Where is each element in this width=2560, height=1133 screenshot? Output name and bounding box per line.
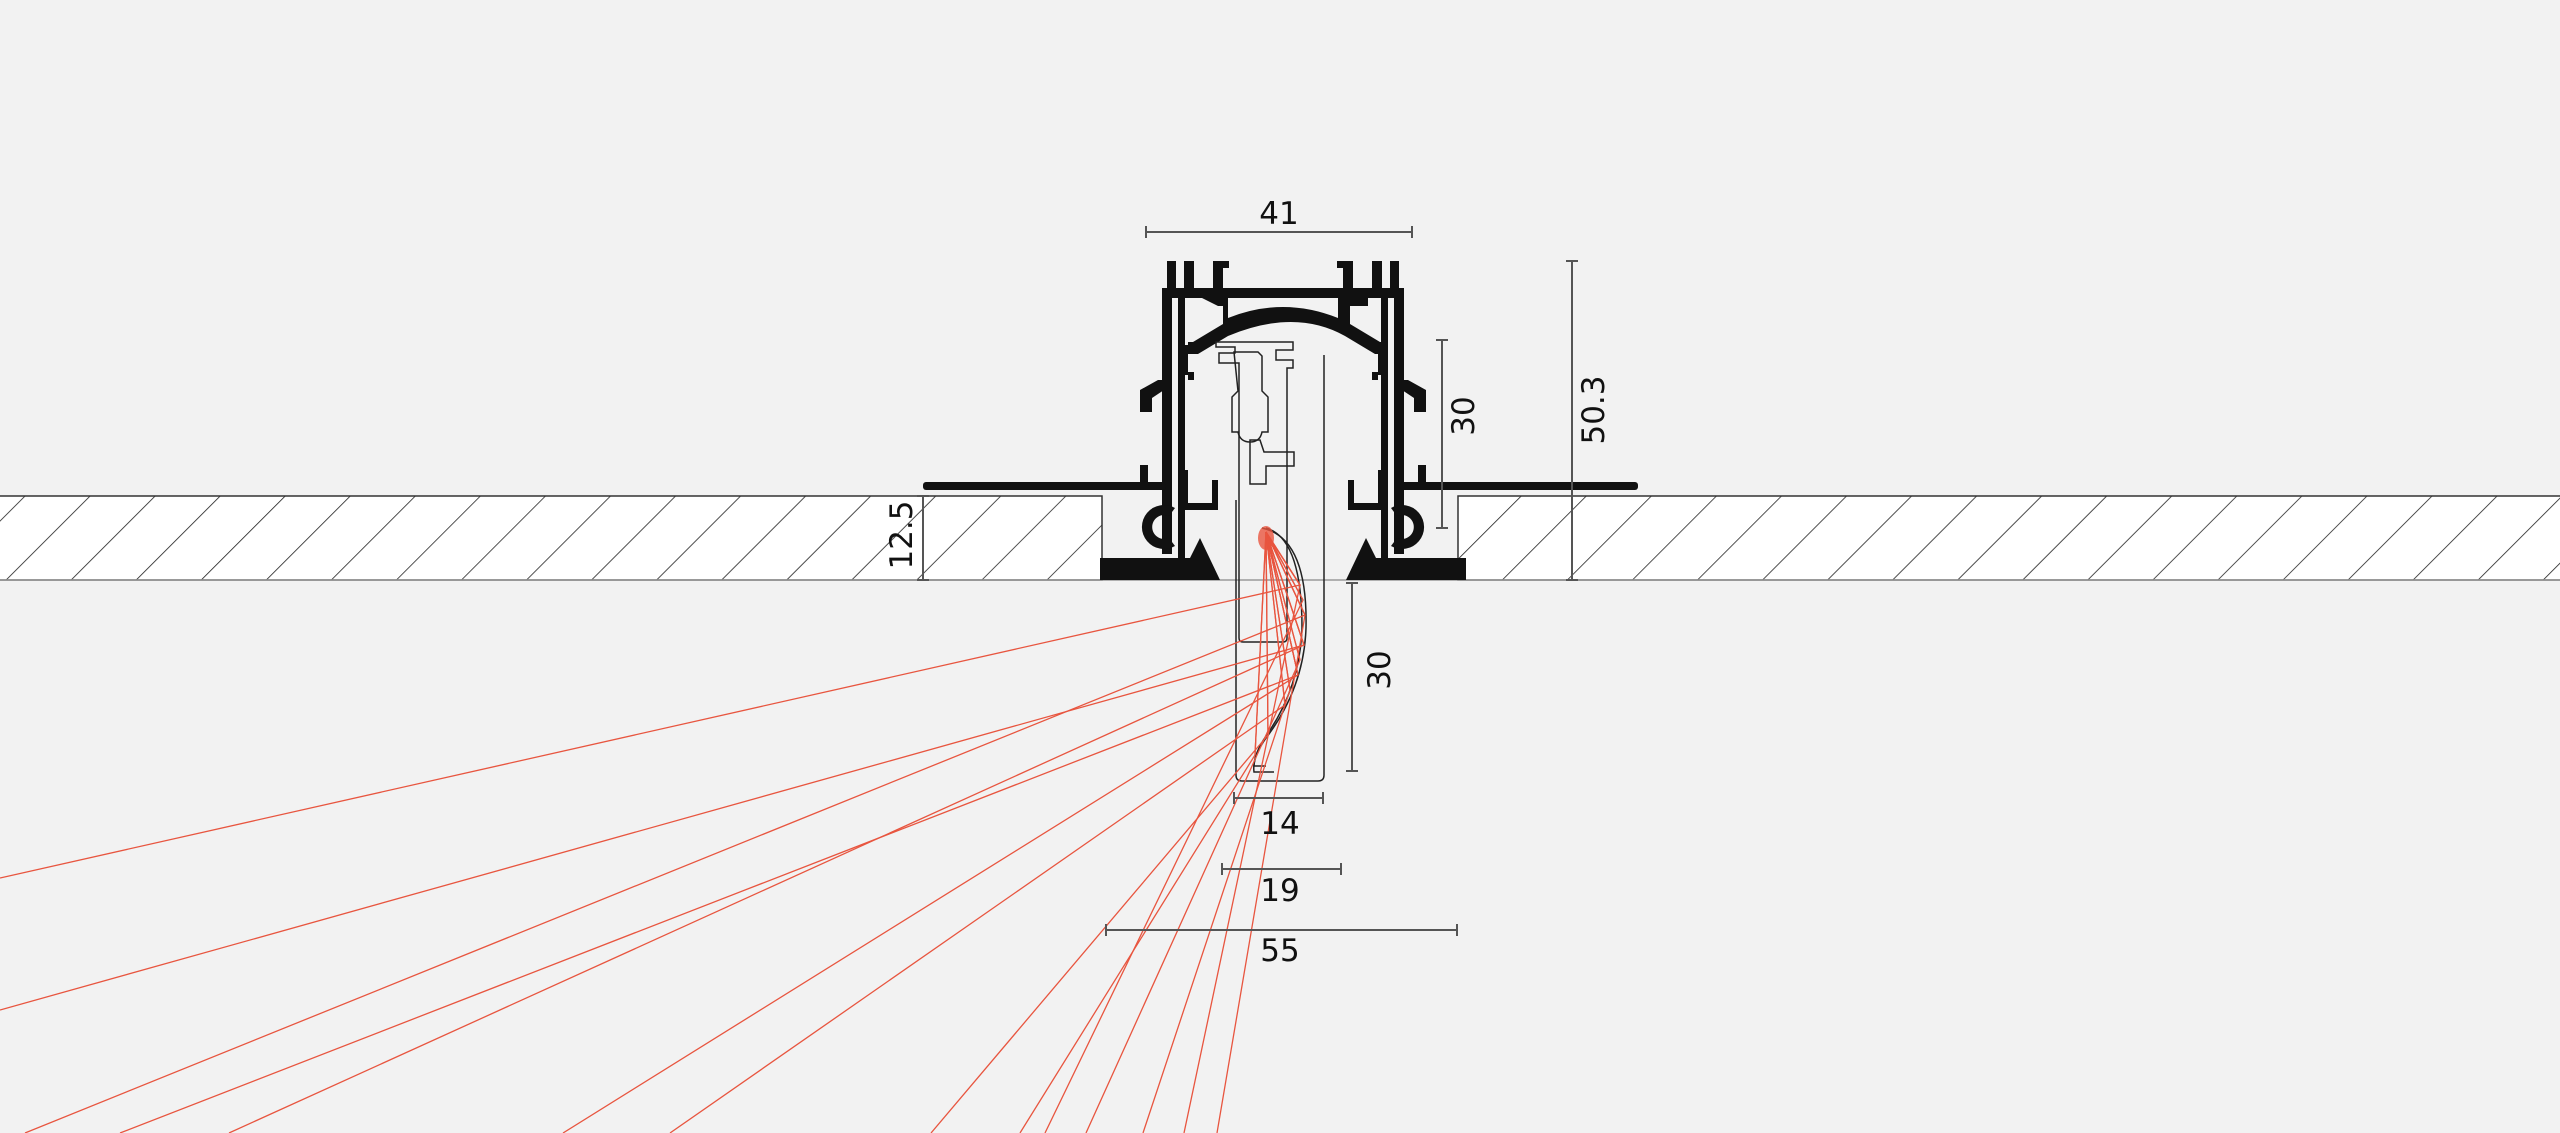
- dim-label-ceiling-thickness: 12.5: [884, 500, 920, 569]
- dim-label-diffuser-height: 30: [1362, 650, 1398, 689]
- light-ray-source: [1265, 531, 1304, 601]
- housing-profile: [923, 261, 1638, 580]
- ceiling-board-left: [0, 495, 1103, 581]
- light-ray-source: [1265, 531, 1269, 736]
- light-ray-source: [1265, 531, 1299, 676]
- light-ray-source: [1265, 531, 1305, 646]
- light-ray: [24, 531, 1306, 1133]
- dim-line-diffuser-width: [1233, 792, 1324, 804]
- light-ray: [562, 531, 1299, 1133]
- light-ray-source: [1265, 531, 1291, 691]
- ceiling-board-right: [1457, 495, 2560, 581]
- dim-line-flange-width: [1105, 924, 1458, 936]
- light-ray: [930, 531, 1269, 1133]
- dim-label-housing-width: 41: [1259, 196, 1298, 232]
- dim-line-diffuser-height: [1346, 582, 1358, 772]
- dim-label-opening-width: 19: [1260, 873, 1299, 909]
- dim-line-ceiling-thickness: [917, 495, 929, 581]
- dim-label-housing-inner-height: 30: [1446, 396, 1482, 435]
- dim-label-flange-width: 55: [1260, 933, 1299, 969]
- light-ray: [669, 531, 1286, 1133]
- light-ray-source: [1254, 531, 1267, 756]
- light-ray-source: [1265, 531, 1301, 661]
- light-ray: [0, 531, 1305, 1011]
- dim-line-housing-width: [1145, 226, 1413, 238]
- light-ray-source: [1265, 531, 1286, 706]
- light-ray-source: [1265, 531, 1306, 616]
- light-ray: [1019, 531, 1267, 1133]
- dim-line-total-height: [1566, 260, 1578, 581]
- dim-label-total-height: 50.3: [1576, 375, 1612, 444]
- light-ray: [119, 531, 1299, 1133]
- dim-label-diffuser-width: 14: [1260, 806, 1299, 842]
- dim-line-housing-inner-height: [1436, 339, 1448, 529]
- light-ray: [0, 531, 1302, 879]
- light-rays: [0, 531, 1306, 1133]
- light-ray-source: [1265, 531, 1301, 586]
- dim-line-opening-width: [1221, 863, 1342, 875]
